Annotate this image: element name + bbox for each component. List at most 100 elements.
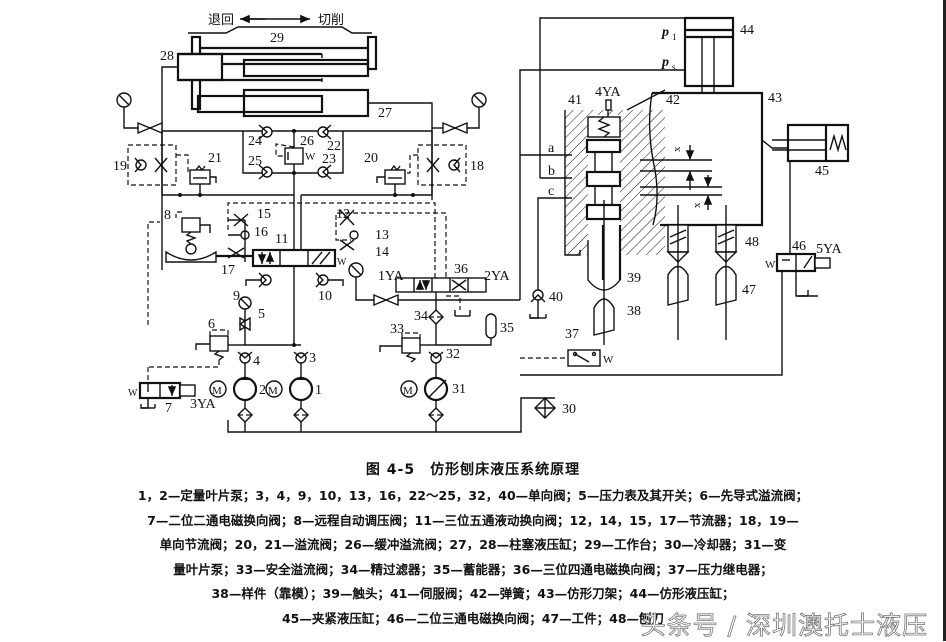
- component-label-13: 13: [375, 228, 389, 243]
- component-label-29: 29: [270, 31, 284, 46]
- component-label-36: 36: [454, 262, 468, 277]
- legend-line: 量叶片泵；33—安全溢流阀；34—精过滤器；35—蓄能器；36—三位四通电磁换向…: [173, 561, 773, 577]
- component-label-35: 35: [500, 321, 514, 336]
- component-label-24: 24: [248, 134, 262, 149]
- svg-text:x: x: [691, 202, 703, 208]
- hydraulic-schematic: 退回 切削 28 27 29: [113, 13, 850, 433]
- component-label-14: 14: [375, 245, 389, 260]
- direction-cut-label: 切削: [318, 13, 344, 28]
- component-label-9: 9: [233, 289, 240, 304]
- cooler-30: 30: [534, 397, 576, 419]
- component-label-23: 23: [322, 152, 336, 167]
- svg-text:1: 1: [672, 32, 677, 42]
- svg-text:W: W: [765, 259, 776, 271]
- figure-title: 图 4-5 仿形刨床液压系统原理: [365, 462, 581, 478]
- component-label-16: 16: [254, 225, 268, 240]
- component-label-8: 8: [164, 208, 171, 223]
- component-label-40: 40: [549, 290, 563, 305]
- copying-cylinder-44: [683, 16, 735, 88]
- throttle-valves: 19 21 18 20: [113, 131, 484, 195]
- component-label-48: 48: [745, 235, 759, 250]
- component-label-11: 11: [275, 232, 288, 247]
- relief-valve-20: [384, 169, 406, 185]
- component-label-39: 39: [627, 271, 641, 286]
- component-label-25: 25: [248, 154, 262, 169]
- watermark: 头条号 / 深圳澳托士液压: [640, 611, 928, 641]
- clamp-cylinder-45: [786, 123, 850, 163]
- component-label-17: 17: [221, 263, 235, 278]
- pilot-relief-valve-6: [209, 335, 229, 352]
- pressure-gauges: [116, 92, 487, 135]
- component-label-30: 30: [562, 402, 576, 417]
- component-label-37: 37: [565, 327, 579, 342]
- component-label-4: 4: [253, 354, 260, 369]
- component-label-43: 43: [768, 91, 782, 106]
- component-label-7: 7: [165, 401, 172, 416]
- svg-text:p: p: [661, 25, 669, 40]
- component-label-6: 6: [208, 317, 215, 332]
- component-label-28: 28: [160, 49, 174, 64]
- component-label-38: 38: [627, 304, 641, 319]
- component-label-19: 19: [113, 159, 127, 174]
- legend-line: 1，2—定量叶片泵；3，4，9，10，13，16，22～25，32，40—单向阀…: [137, 488, 809, 503]
- svg-text:p: p: [661, 55, 669, 70]
- relief-valve-21: [189, 169, 211, 185]
- solenoid-valve-36: [395, 277, 487, 293]
- component-label-27: 27: [378, 106, 392, 121]
- pump-group-1-2: 5 6 4 3 M 2 M 1: [148, 266, 322, 432]
- component-label-5: 5: [258, 307, 265, 322]
- component-label-31: 31: [452, 382, 466, 397]
- component-label-45: 45: [815, 164, 829, 179]
- svg-text:1YA: 1YA: [378, 269, 405, 284]
- legend-line: 38—样件（靠模）；39—触头；41—伺服阀；42—弹簧；43—仿形刀架；44—…: [211, 586, 735, 601]
- directional-valve-11: 15 16 11 17 W 12 13 14: [221, 207, 389, 278]
- svg-text:W: W: [337, 257, 347, 268]
- direction-retract-label: 退回: [208, 13, 234, 28]
- copying-system: p 1 p s 44 43 4YA 41 42 a b c: [519, 16, 850, 376]
- svg-text:b: b: [548, 164, 555, 179]
- component-label-46: 46: [792, 239, 806, 254]
- worktable-29: 退回 切削 28 27 29: [160, 13, 433, 270]
- component-label-10: 10: [318, 289, 332, 304]
- component-label-33: 33: [390, 322, 404, 337]
- component-label-32: 32: [446, 347, 460, 362]
- component-label-3: 3: [309, 351, 316, 366]
- svg-text:c: c: [548, 184, 554, 199]
- svg-text:s: s: [672, 62, 676, 72]
- svg-text:x: x: [671, 146, 683, 152]
- component-label-18: 18: [470, 159, 484, 174]
- check-valve-bridge: W 24 26 22 25 23: [242, 124, 344, 180]
- cylinder-28: [176, 52, 224, 82]
- component-label-21: 21: [208, 151, 222, 166]
- component-label-26: 26: [300, 134, 314, 149]
- component-label-1: 1: [315, 383, 322, 398]
- svg-text:5YA: 5YA: [816, 242, 843, 257]
- component-label-15: 15: [257, 207, 271, 222]
- component-label-47: 47: [742, 283, 756, 298]
- remote-pressure-valve-8: 8: [164, 208, 253, 263]
- legend-line: 7—二位二通电磁换向阀；8—远程自动调压阀；11—三位五通液动换向阀；12，14…: [147, 512, 799, 528]
- component-label-42: 42: [666, 93, 680, 108]
- component-label-12: 12: [336, 207, 350, 222]
- component-label-41: 41: [568, 93, 582, 108]
- svg-text:a: a: [548, 141, 555, 156]
- svg-text:M: M: [212, 385, 222, 397]
- solenoid-valve-7: W 7 3YA: [128, 367, 217, 416]
- svg-text:W: W: [128, 388, 138, 399]
- svg-text:M: M: [403, 385, 413, 397]
- legend-line: 单向节流阀；20，21—溢流阀；26—缓冲溢流阀；27，28—柱塞液压缸；29—…: [159, 537, 787, 552]
- svg-text:W: W: [305, 151, 316, 163]
- component-legend: 1，2—定量叶片泵；3，4，9，10，13，16，22～25，32，40—单向阀…: [0, 484, 946, 631]
- svg-text:4YA: 4YA: [595, 85, 622, 100]
- svg-text:2YA: 2YA: [484, 269, 511, 284]
- safety-relief-valve-33: [401, 337, 421, 354]
- component-label-44: 44: [740, 23, 754, 38]
- svg-text:W: W: [603, 354, 614, 366]
- component-label-20: 20: [364, 151, 378, 166]
- page-edge: [943, 0, 946, 641]
- component-label-2: 2: [259, 383, 266, 398]
- legend-line: 45—夹紧液压缸；46—二位三通电磁换向阀；47—工件；48—刨刀: [281, 610, 665, 626]
- pump-group-31: 1YA 2YA 36 34 35 33 32 M 31: [378, 262, 514, 432]
- component-label-34: 34: [414, 309, 428, 324]
- svg-text:M: M: [268, 385, 278, 397]
